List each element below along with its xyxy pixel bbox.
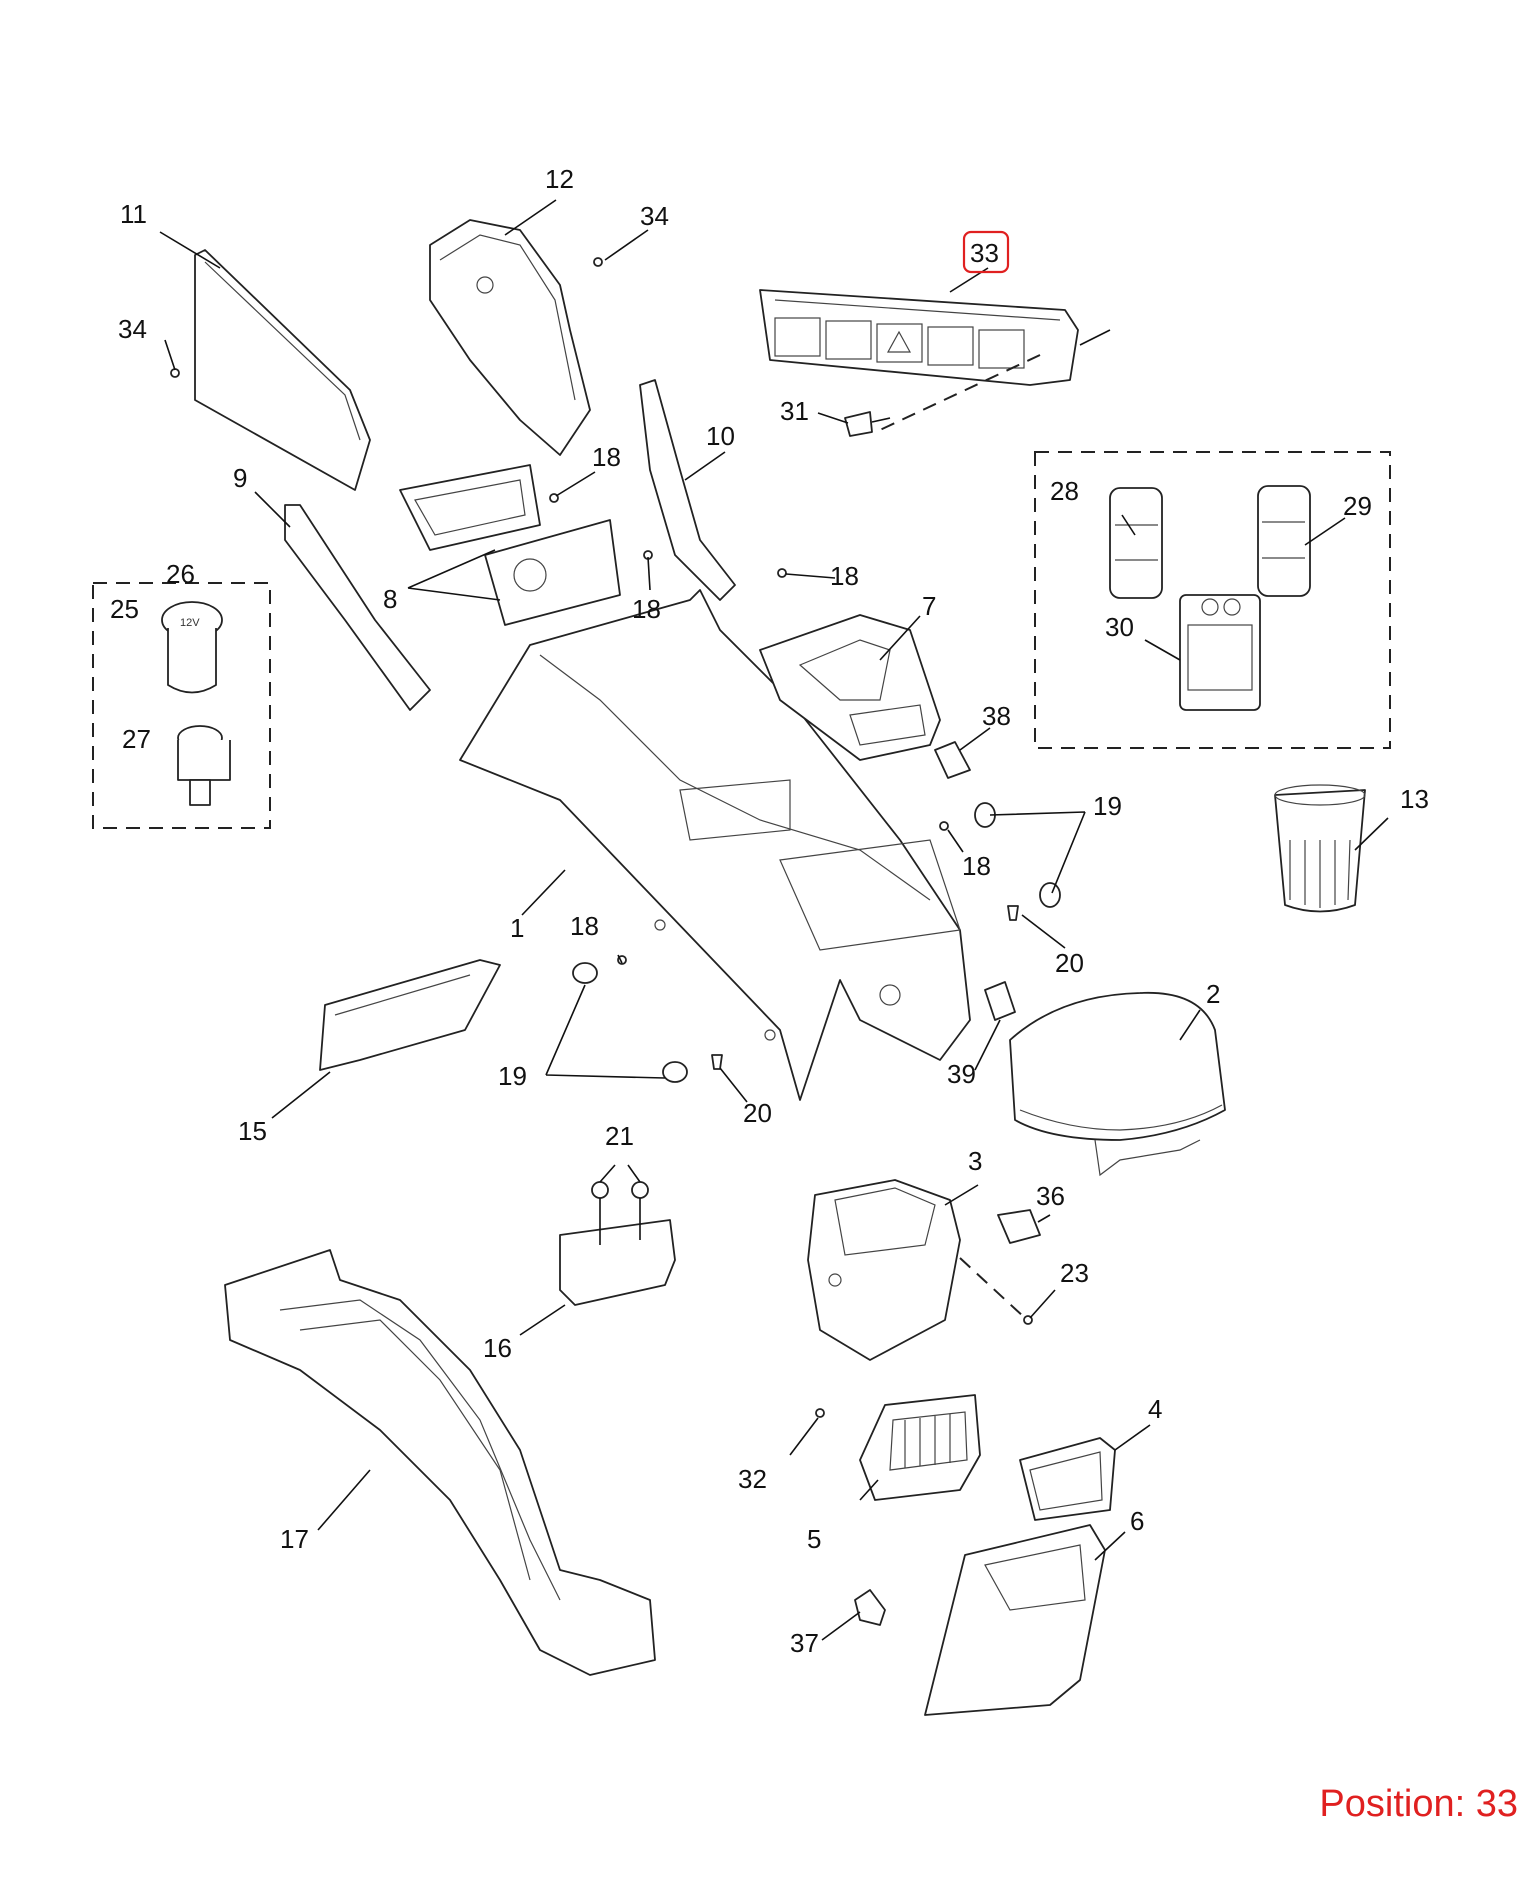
part-25-power-outlet[interactable]: 12V	[161, 601, 223, 694]
highlight-box-33	[962, 230, 1010, 274]
callout-20-b[interactable]: 20	[743, 1098, 772, 1128]
callout-39[interactable]: 39	[947, 1059, 976, 1089]
callout-2[interactable]: 2	[1206, 979, 1220, 1009]
callout-4[interactable]: 4	[1148, 1394, 1162, 1424]
callout-15[interactable]: 15	[238, 1116, 267, 1146]
part-4-bezel[interactable]	[1019, 1437, 1116, 1521]
part-8-bezel[interactable]	[399, 464, 621, 626]
part-1-console-body[interactable]	[459, 589, 971, 1101]
part-19-grommet-upper[interactable]	[974, 802, 1061, 908]
callout-18-a[interactable]: 18	[592, 442, 621, 472]
callout-32[interactable]: 32	[738, 1464, 767, 1494]
callout-21[interactable]: 21	[605, 1121, 634, 1151]
callout-25[interactable]: 25	[110, 594, 139, 624]
callout-37[interactable]: 37	[790, 1628, 819, 1658]
part-29-switch[interactable]	[1257, 485, 1311, 597]
callout-18-b[interactable]: 18	[632, 594, 661, 624]
part-33-switch-bank[interactable]	[759, 289, 1111, 431]
callout-8[interactable]: 8	[383, 584, 397, 614]
part-17-duct[interactable]	[224, 1249, 656, 1676]
part-6-lower-panel[interactable]	[924, 1524, 1106, 1716]
part-32-screw[interactable]	[815, 1408, 825, 1418]
part-3-storage-bin[interactable]	[807, 1179, 961, 1361]
part-16-bracket[interactable]	[559, 1198, 676, 1306]
kit-box-26	[92, 582, 271, 829]
position-indicator: Position: 33	[1319, 1783, 1518, 1826]
callout-7[interactable]: 7	[922, 591, 936, 621]
part-28-switch[interactable]	[1109, 487, 1163, 599]
part-39-clip[interactable]	[984, 981, 1016, 1021]
callout-36[interactable]: 36	[1036, 1181, 1065, 1211]
callout-34-b[interactable]: 34	[640, 201, 669, 231]
callout-38[interactable]: 38	[982, 701, 1011, 731]
part-30-control-module[interactable]	[1179, 594, 1261, 711]
part-36-latch[interactable]	[997, 1209, 1041, 1244]
callout-34-a[interactable]: 34	[118, 314, 147, 344]
callout-30[interactable]: 30	[1105, 612, 1134, 642]
part-12-upper-bezel[interactable]	[429, 219, 591, 456]
part-27-power-socket[interactable]	[177, 725, 231, 806]
kit-box-28-29-30	[1034, 451, 1391, 749]
part-10-trim-strip[interactable]	[639, 379, 736, 601]
callout-13[interactable]: 13	[1400, 784, 1429, 814]
callout-20-a[interactable]: 20	[1055, 948, 1084, 978]
part-19-grommet-lower[interactable]	[572, 962, 688, 1083]
callout-6[interactable]: 6	[1130, 1506, 1144, 1536]
callout-3[interactable]: 3	[968, 1146, 982, 1176]
callout-23[interactable]: 23	[1060, 1258, 1089, 1288]
position-value: 33	[1475, 1783, 1518, 1825]
callout-16[interactable]: 16	[483, 1333, 512, 1363]
callout-11[interactable]: 11	[120, 199, 147, 229]
callout-10[interactable]: 10	[706, 421, 735, 451]
svg-text:12V: 12V	[180, 617, 200, 629]
part-37-clip[interactable]	[854, 1589, 886, 1626]
callout-18-e[interactable]: 18	[570, 911, 599, 941]
callout-28[interactable]: 28	[1050, 476, 1079, 506]
part-31-screw[interactable]	[844, 411, 891, 437]
part-38-clip[interactable]	[934, 741, 971, 779]
part-21-nuts[interactable]	[591, 1181, 649, 1199]
callout-17[interactable]: 17	[280, 1524, 309, 1554]
part-15-bracket[interactable]	[319, 959, 501, 1071]
position-prefix: Position:	[1319, 1783, 1476, 1825]
callout-18-d[interactable]: 18	[962, 851, 991, 881]
callout-27[interactable]: 27	[122, 724, 151, 754]
part-5-vent[interactable]	[859, 1394, 981, 1501]
callout-12[interactable]: 12	[545, 164, 574, 194]
callout-31[interactable]: 31	[780, 396, 809, 426]
callout-19-b[interactable]: 19	[498, 1061, 527, 1091]
callout-9[interactable]: 9	[233, 463, 247, 493]
callout-26[interactable]: 26	[166, 559, 195, 589]
callout-1[interactable]: 1	[510, 913, 524, 943]
callout-29[interactable]: 29	[1343, 491, 1372, 521]
callout-19-a[interactable]: 19	[1093, 791, 1122, 821]
part-11-side-panel[interactable]	[194, 249, 371, 491]
part-2-armrest[interactable]	[1009, 991, 1226, 1177]
callout-18-c[interactable]: 18	[830, 561, 859, 591]
part-9-trim-strip[interactable]	[284, 504, 431, 711]
callout-33[interactable]: 33	[970, 238, 999, 268]
part-7-shifter-bezel[interactable]	[759, 614, 941, 761]
callout-5[interactable]: 5	[807, 1524, 821, 1554]
part-13-cup-holder-insert[interactable]	[1274, 784, 1366, 913]
